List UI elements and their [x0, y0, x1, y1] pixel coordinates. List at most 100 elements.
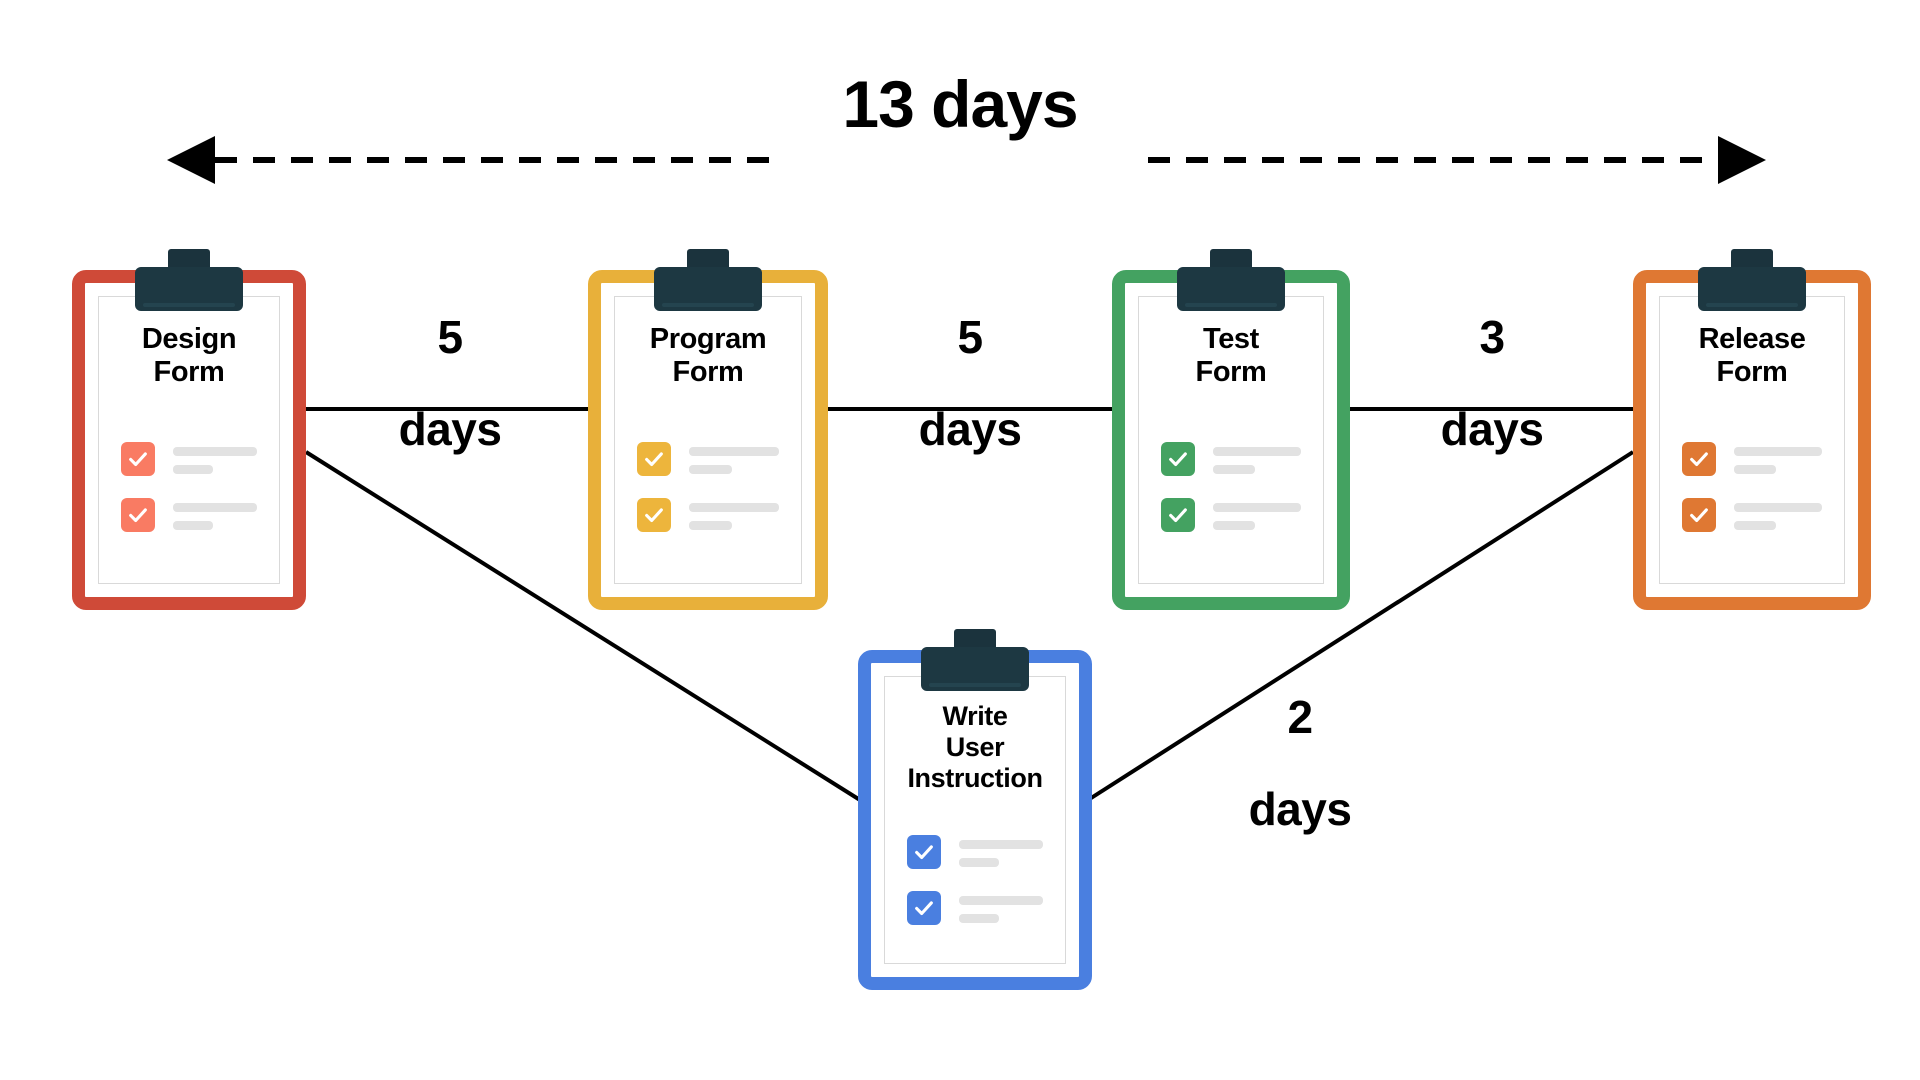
edge-label-test-to-release: 3 days — [1372, 268, 1612, 498]
node-title-line: Design — [141, 323, 237, 355]
placeholder-line — [173, 447, 257, 456]
node-write-user-instruction[interactable]: Write User Instruction — [858, 629, 1092, 990]
clipboard-clip-tab — [1210, 249, 1252, 271]
node-title-line: User — [945, 731, 1005, 762]
checklist-item-lines — [1734, 442, 1822, 474]
checklist-item-lines — [959, 835, 1043, 867]
checklist — [885, 835, 1065, 947]
node-title-line: Form — [672, 356, 744, 389]
placeholder-line — [173, 503, 257, 512]
node-title-design-form: Design Form — [99, 323, 279, 389]
checklist-item-lines — [1213, 442, 1301, 474]
placeholder-line — [689, 447, 779, 456]
node-title-line: Write — [942, 701, 1008, 731]
edge-duration-number: 2 — [1287, 691, 1313, 743]
node-title-line: Form — [1195, 356, 1267, 389]
checklist-item[interactable] — [1682, 498, 1822, 532]
placeholder-line — [689, 465, 733, 474]
checklist-item[interactable] — [121, 442, 257, 476]
node-release-form[interactable]: Release Form — [1633, 249, 1871, 610]
checklist-item[interactable] — [907, 891, 1043, 925]
clipboard-clip-icon — [921, 647, 1029, 691]
clipboard-clip-icon — [1698, 267, 1806, 311]
clipboard-page: Write User Instruction — [884, 676, 1066, 964]
placeholder-line — [1213, 447, 1301, 456]
placeholder-line — [689, 503, 779, 512]
clipboard-page: Release Form — [1659, 296, 1845, 584]
clipboard-clip-tab — [687, 249, 729, 271]
checkbox-checked-icon[interactable] — [121, 442, 155, 476]
placeholder-line — [689, 521, 733, 530]
placeholder-line — [959, 858, 1000, 867]
edge-duration-unit: days — [398, 403, 502, 455]
checklist-item[interactable] — [1161, 442, 1301, 476]
checklist-item[interactable] — [1682, 442, 1822, 476]
clipboard-clip-icon — [135, 267, 243, 311]
clipboard-page: Test Form — [1138, 296, 1324, 584]
placeholder-line — [1213, 503, 1301, 512]
checkbox-checked-icon[interactable] — [637, 498, 671, 532]
checkbox-checked-icon[interactable] — [121, 498, 155, 532]
checklist-item[interactable] — [637, 498, 779, 532]
clipboard-frame: Write User Instruction — [858, 650, 1092, 990]
checklist-item-lines — [959, 891, 1043, 923]
total-duration-label: 13 days — [842, 67, 1078, 141]
clipboard-page: Design Form — [98, 296, 280, 584]
node-design-form[interactable]: Design Form — [72, 249, 306, 610]
placeholder-line — [173, 521, 214, 530]
checkbox-checked-icon[interactable] — [1682, 498, 1716, 532]
node-title-line: Form — [1716, 356, 1788, 389]
clipboard-clip-tab — [1731, 249, 1773, 271]
checklist-item[interactable] — [907, 835, 1043, 869]
edge-duration-number: 5 — [957, 311, 983, 363]
edge-label-design-to-program: 5 days — [330, 268, 570, 498]
placeholder-line — [1734, 503, 1822, 512]
edge-duration-unit: days — [1248, 783, 1352, 835]
edge-duration-number: 3 — [1479, 311, 1505, 363]
checkbox-checked-icon[interactable] — [1682, 442, 1716, 476]
checklist — [1139, 442, 1323, 554]
checkbox-checked-icon[interactable] — [637, 442, 671, 476]
checklist-item-lines — [689, 442, 779, 474]
node-title-program-form: Program Form — [615, 323, 801, 389]
checkbox-checked-icon[interactable] — [907, 835, 941, 869]
placeholder-line — [1213, 521, 1256, 530]
clipboard-frame: Design Form — [72, 270, 306, 610]
checklist-item-lines — [1213, 498, 1301, 530]
node-title-line: Program — [649, 323, 767, 355]
node-title-test-form: Test Form — [1139, 323, 1323, 389]
checklist-item[interactable] — [637, 442, 779, 476]
placeholder-line — [173, 465, 214, 474]
placeholder-line — [1734, 465, 1777, 474]
edge-label-program-to-test: 5 days — [850, 268, 1090, 498]
clipboard-page: Program Form — [614, 296, 802, 584]
clipboard-frame: Release Form — [1633, 270, 1871, 610]
node-title-line: Test — [1203, 323, 1259, 355]
node-title-line: Form — [153, 356, 225, 389]
checkbox-checked-icon[interactable] — [907, 891, 941, 925]
node-title-line: Instruction — [907, 762, 1043, 793]
checklist-item-lines — [173, 442, 257, 474]
placeholder-line — [959, 914, 1000, 923]
checklist-item[interactable] — [1161, 498, 1301, 532]
clipboard-clip-tab — [168, 249, 210, 271]
edge-duration-number: 5 — [437, 311, 463, 363]
edge-duration-unit: days — [1440, 403, 1544, 455]
checklist-item-lines — [1734, 498, 1822, 530]
placeholder-line — [959, 896, 1043, 905]
placeholder-line — [959, 840, 1043, 849]
node-title-line: Release — [1698, 323, 1806, 355]
node-program-form[interactable]: Program Form — [588, 249, 828, 610]
checkbox-checked-icon[interactable] — [1161, 442, 1195, 476]
checkbox-checked-icon[interactable] — [1161, 498, 1195, 532]
clipboard-clip-icon — [1177, 267, 1285, 311]
clipboard-frame: Program Form — [588, 270, 828, 610]
checklist — [615, 442, 801, 554]
checklist-item-lines — [689, 498, 779, 530]
node-test-form[interactable]: Test Form — [1112, 249, 1350, 610]
edge-label-instruction-to-release: 2 days — [1180, 648, 1420, 878]
node-title-write-user-instruction: Write User Instruction — [885, 701, 1065, 793]
node-title-release-form: Release Form — [1660, 323, 1844, 389]
checklist-item[interactable] — [121, 498, 257, 532]
placeholder-line — [1734, 447, 1822, 456]
